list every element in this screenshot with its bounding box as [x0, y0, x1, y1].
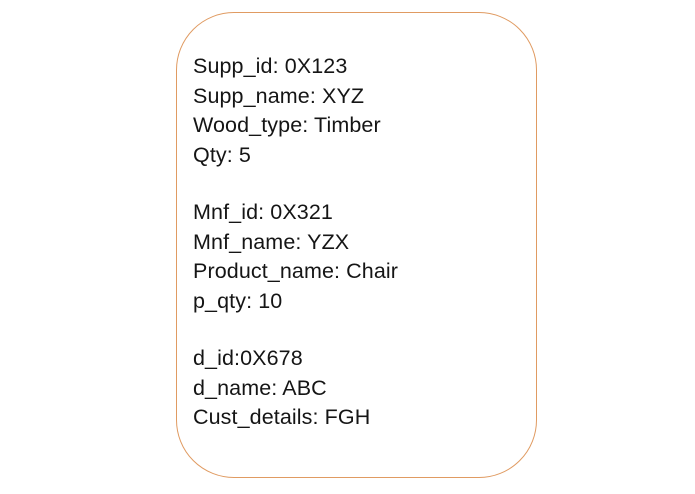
entity-card-outline: [176, 12, 537, 478]
supplier-field-group: Supp_id: 0X123 Supp_name: XYZ Wood_type:…: [193, 52, 523, 170]
field-mnf-id: Mnf_id: 0X321: [193, 200, 333, 224]
field-d-id: d_id:0X678: [193, 346, 303, 370]
field-p-qty: p_qty: 10: [193, 288, 283, 313]
field-product-name: Product_name: Chair: [193, 259, 399, 283]
entity-card-content: Supp_id: 0X123 Supp_name: XYZ Wood_type:…: [193, 52, 523, 433]
manufacturer-field-group: Mnf_id: 0X321 Mnf_name: YZX Product_name…: [193, 198, 523, 316]
distributor-field-group: d_id:0X678 d_name: ABC Cust_details: FGH: [193, 344, 523, 433]
field-wood-type: Wood_type: Timber: [193, 113, 381, 137]
field-mnf-name: Mnf_name: YZX: [193, 229, 350, 254]
field-qty: Qty: 5: [193, 142, 251, 167]
field-cust-details: Cust_details: FGH: [193, 405, 371, 429]
field-supp-name: Supp_name: XYZ: [193, 83, 365, 108]
field-d-name: d_name: ABC: [193, 375, 327, 400]
field-supp-id: Supp_id: 0X123: [193, 54, 348, 78]
